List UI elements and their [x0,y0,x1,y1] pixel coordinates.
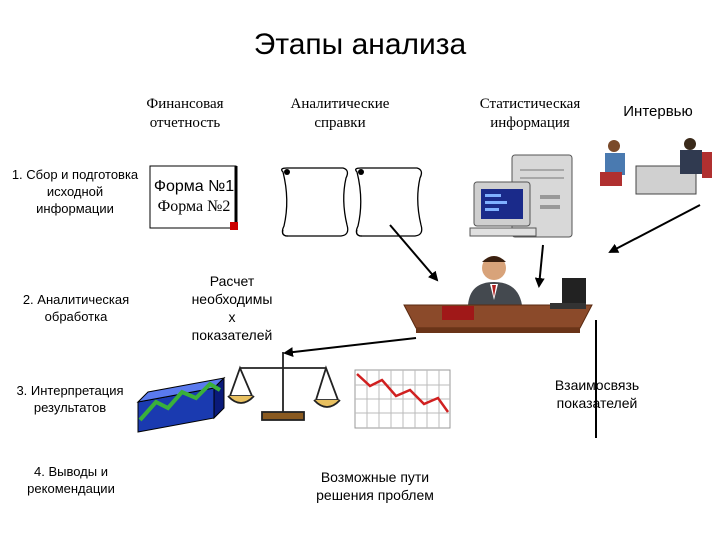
statistic-label-line2: информация [490,115,570,131]
analytic-label-line1: Аналитические [290,96,390,112]
analytic-label-line2: справки [314,115,366,131]
interview-label: Интервью [623,103,693,120]
growth-chart-icon [136,376,226,433]
calc-line4: показателей [191,327,273,343]
computer-icon [469,154,573,238]
form-2-label: Форма №2 [157,198,231,215]
scroll-document-icon [355,167,423,237]
page-title: Этапы анализа [253,28,467,61]
calc-line2: необходимы [191,291,273,307]
stage-1-label: 1. Сбор и подготовка исходной информации [0,166,150,217]
calc-line1: Расчет [209,273,255,289]
stage-3-line2: результатов [33,400,107,415]
stage-4-line2: рекомендации [27,481,115,496]
relation-line1: Взаимосвязь [554,377,640,393]
stage-2-label: 2. Аналитическая обработка [2,291,150,325]
financial-label-line2: отчетность [149,115,221,131]
statistic-info-label: Статистическая информация [460,95,600,133]
relation-line2: показателей [556,395,638,411]
calc-line3: х [228,309,236,325]
interview-illustration [600,96,718,200]
stage-4-label: 4. Выводы и рекомендации [8,463,134,497]
stage-4-line1: 4. Выводы и [34,464,108,479]
stage-3-line1: 3. Интерпретация [16,383,124,398]
manager-at-desk-illustration [403,256,593,333]
arrow-interview-to-analysis [608,204,701,253]
arrow-reports-to-analysis [389,224,439,282]
form-document-icon [149,165,238,230]
declining-chart-icon [354,369,451,429]
financial-statements-label: Финансовая отчетность [120,95,250,133]
analytic-reports-label: Аналитические справки [270,95,410,133]
statistic-label-line1: Статистическая [479,96,581,112]
stage-1-line2: исходной [46,184,104,199]
stage-3-label: 3. Интерпретация результатов [2,382,138,416]
relation-label: Взаимосвязь показателей [528,376,666,412]
solutions-line2: решения проблем [316,487,434,503]
solutions-label: Возможные пути решения проблем [290,468,460,504]
calculation-label: Расчет необходимы х показателей [178,272,286,344]
scroll-document-icon [281,167,349,237]
stage-2-line2: обработка [44,309,108,324]
arrow-analysis-to-calculation [283,337,417,358]
stage-1-line1: 1. Сбор и подготовка [11,167,139,182]
arrow-statistics-to-analysis [534,244,545,288]
solutions-line1: Возможные пути [320,469,430,485]
form-1-label: Форма №1 [153,178,235,195]
balance-scale-icon [227,352,341,421]
stage-1-line3: информации [36,201,114,216]
stage-2-line1: 2. Аналитическая [22,292,130,307]
financial-label-line1: Финансовая [146,96,224,112]
